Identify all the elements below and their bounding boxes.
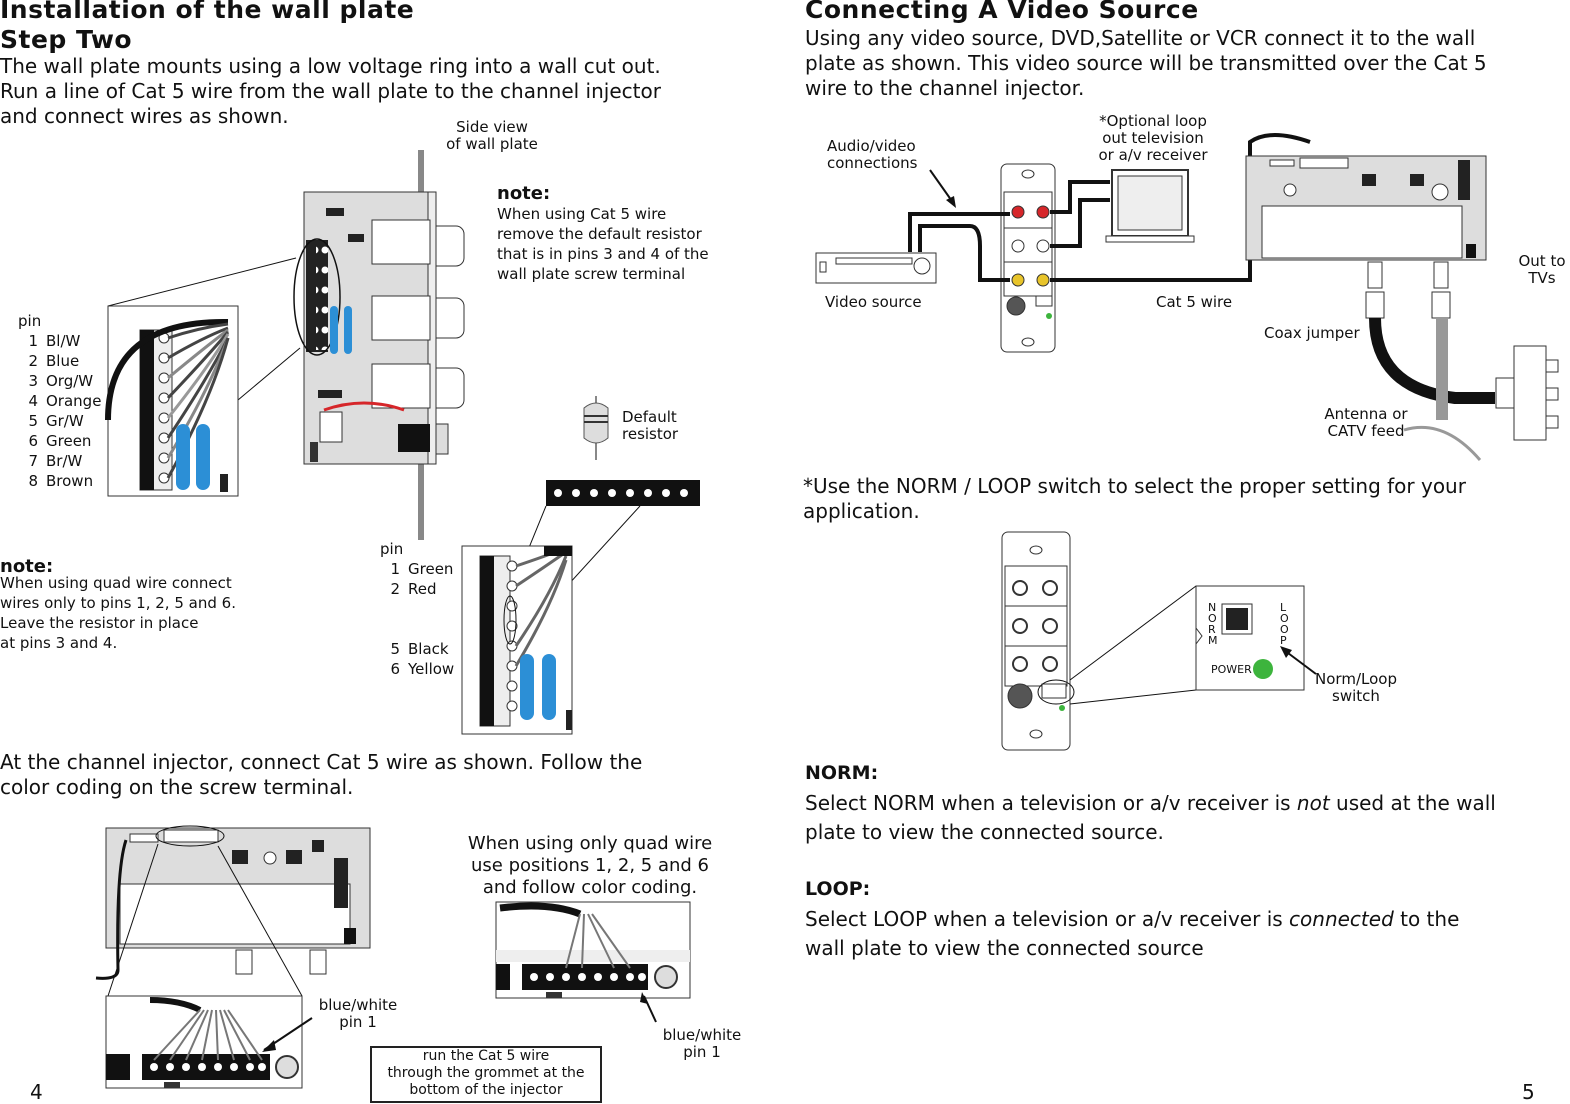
- loop-title: LOOP:: [805, 878, 871, 900]
- norm-loop-diagram: [1001, 531, 1317, 751]
- cat5-wire-label: Cat 5 wire: [1156, 293, 1233, 311]
- switch-note: *Use the NORM / LOOP switch to select th…: [803, 474, 1466, 523]
- intro-paragraph: The wall plate mounts using a low voltag…: [0, 54, 661, 128]
- note-title: note:: [0, 556, 54, 577]
- power-label: POWER: [1211, 663, 1252, 676]
- page-heading: Installation of the wall plate: [0, 0, 415, 24]
- step-heading: Step Two: [0, 25, 133, 54]
- video-source-label: Video source: [825, 293, 922, 311]
- norm-title: NORM:: [805, 762, 879, 784]
- norm-letters: NORM: [1208, 601, 1218, 647]
- loop-text: Select LOOP when a television or a/v rec…: [805, 907, 1460, 960]
- norm-text: Select NORM when a television or a/v rec…: [805, 791, 1496, 844]
- page-number-left: 4: [30, 1080, 43, 1104]
- right-intro: Using any video source, DVD,Satellite or…: [805, 26, 1487, 100]
- injector-paragraph: At the channel injector, connect Cat 5 w…: [0, 750, 643, 799]
- loop-letters: LOOP: [1280, 601, 1289, 647]
- pin-header: pin: [18, 312, 42, 330]
- channel-injector: [95, 825, 371, 997]
- coax-jumper-label: Coax jumper: [1264, 324, 1360, 342]
- quad-terminal-detail: [461, 545, 573, 735]
- wall-plate-side-view: [293, 150, 465, 540]
- right-heading: Connecting A Video Source: [805, 0, 1199, 24]
- note-title: note:: [497, 183, 551, 204]
- cat5-terminal-detail: [105, 305, 239, 497]
- quad-injector-detail: [495, 901, 691, 1023]
- page-number-right: 5: [1522, 1080, 1535, 1104]
- injector-terminal-zoom: [105, 995, 313, 1089]
- pin-header: pin: [380, 540, 404, 558]
